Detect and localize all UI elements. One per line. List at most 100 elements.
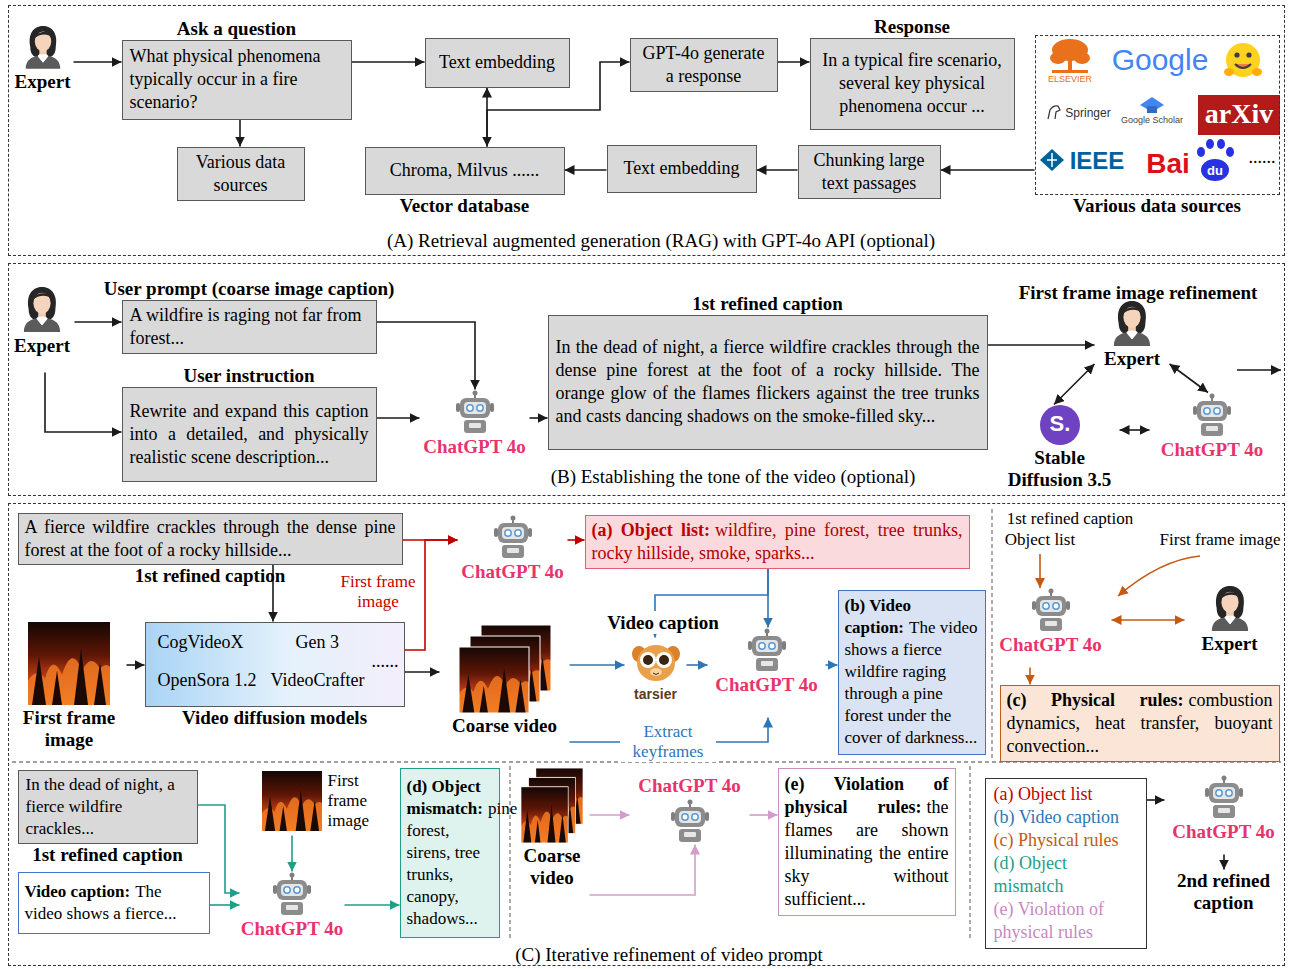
node-label: ChatGPT 4o bbox=[638, 775, 741, 797]
elsevier-logo-part bbox=[1050, 52, 1066, 64]
robot-icon-part bbox=[1215, 789, 1221, 795]
box-text: A fierce wildfire crackles through the d… bbox=[25, 516, 396, 562]
robot-icon: ChatGPT 4o bbox=[458, 515, 568, 610]
node-label: ChatGPT 4o bbox=[241, 918, 344, 940]
robot-icon-part bbox=[691, 813, 697, 819]
text-label: ELSEVIER bbox=[1048, 74, 1092, 85]
list-item: (c) Physical rules bbox=[994, 829, 1138, 852]
box-text: A wildfire is raging not far from forest… bbox=[130, 304, 369, 350]
robot-icon-part bbox=[756, 658, 778, 671]
expert-icon-part bbox=[1122, 307, 1141, 314]
image-thumbnail-part bbox=[264, 790, 318, 831]
springer-logo bbox=[1048, 106, 1060, 119]
expert-icon bbox=[21, 285, 63, 333]
node-label: Expert bbox=[14, 335, 70, 357]
connector bbox=[345, 904, 400, 906]
robot-icon-part bbox=[1066, 601, 1070, 610]
video-thumbnail-part bbox=[459, 647, 529, 713]
image-thumbnail-part bbox=[262, 771, 322, 831]
robot-icon-part bbox=[1201, 775, 1247, 819]
image-thumbnail-part bbox=[262, 771, 322, 831]
baidu-logo-part bbox=[1197, 147, 1205, 157]
video-thumbnail-part bbox=[462, 667, 525, 712]
connector bbox=[750, 814, 778, 816]
box-paragraph: Video caption:The video shows a fierce..… bbox=[25, 881, 203, 925]
robot-icon-part bbox=[476, 404, 482, 410]
node-label: Expert bbox=[15, 71, 71, 93]
expert-icon: Expert bbox=[12, 25, 74, 103]
video-thumbnail-part bbox=[459, 647, 529, 713]
robot-icon-part bbox=[514, 529, 520, 535]
robot-icon-part bbox=[764, 628, 769, 633]
box-heading: User instruction bbox=[183, 365, 314, 387]
panel-caption: (C) Iterative refinement of video prompt bbox=[515, 944, 823, 966]
image-thumbnail bbox=[262, 771, 322, 831]
video-thumbnail-part bbox=[521, 786, 568, 842]
robot-icon-part bbox=[744, 628, 790, 672]
ieee-logo bbox=[1040, 149, 1064, 171]
connector bbox=[127, 664, 145, 666]
elsevier-logo-part bbox=[1074, 52, 1090, 64]
model-name: Gen 3 bbox=[296, 631, 340, 653]
connector bbox=[403, 539, 458, 541]
node-label: Expert bbox=[1202, 633, 1258, 655]
robot-icon: ChatGPT 4o bbox=[708, 628, 826, 718]
robot-icon-part bbox=[464, 420, 486, 433]
robot-icon-part bbox=[705, 812, 709, 821]
robot-icon-part bbox=[782, 641, 786, 650]
connector bbox=[239, 120, 241, 147]
panel-caption: (B) Establishing the tone of the video (… bbox=[551, 466, 916, 488]
expert-icon-part bbox=[1209, 585, 1251, 631]
image-thumbnail-part bbox=[28, 622, 110, 705]
robot-icon-part bbox=[681, 813, 687, 819]
node-label: Coarse video bbox=[452, 715, 557, 737]
process-box: In the dead of night, a fierce wildfire … bbox=[18, 770, 198, 844]
robot-icon-part bbox=[269, 872, 315, 916]
tarsier-logo-part bbox=[640, 652, 656, 668]
model-name: VideoCrafter bbox=[271, 669, 365, 691]
robot-icon-part bbox=[675, 807, 705, 827]
connector bbox=[352, 61, 425, 63]
robot-icon-part bbox=[1201, 405, 1223, 417]
text-label: Video caption bbox=[604, 611, 722, 634]
robot-icon bbox=[490, 515, 536, 559]
text-label: Object list bbox=[1005, 530, 1075, 550]
box-heading: Various data sources bbox=[1073, 195, 1241, 217]
robot-icon: ChatGPT 4o bbox=[990, 588, 1112, 668]
text-label: IEEE bbox=[1070, 146, 1125, 175]
model-name: CogVideoX bbox=[158, 631, 244, 653]
image-thumbnail: First frame image bbox=[262, 766, 397, 836]
tarsier-logo-part bbox=[659, 655, 669, 665]
expert-icon-part bbox=[33, 292, 50, 313]
connector bbox=[568, 539, 585, 541]
node-label: ChatGPT 4o bbox=[423, 436, 526, 458]
robot-icon-part bbox=[1213, 787, 1235, 799]
baidu-logo-part bbox=[1226, 147, 1234, 157]
text-node: 2nd refined caption bbox=[1168, 870, 1280, 920]
robot-icon-part bbox=[687, 799, 692, 804]
expert-icon bbox=[1209, 585, 1251, 631]
box-heading: 1st refined caption bbox=[692, 293, 843, 315]
output-box: (a) Object list:wildfire, pine forest, t… bbox=[585, 515, 970, 569]
robot-icon-part bbox=[761, 661, 773, 666]
box-heading: (c) Physical rules: bbox=[1007, 690, 1184, 710]
connector bbox=[687, 664, 708, 666]
box-text: In the dead of night, a fierce wildfire … bbox=[556, 336, 980, 428]
robot-icon-part bbox=[277, 880, 307, 900]
robot-icon-part bbox=[679, 811, 701, 823]
box-heading: User prompt (coarse image caption) bbox=[104, 278, 395, 300]
input-arrow bbox=[1039, 554, 1041, 588]
model-box: CogVideoXGen 3OpenSora 1.2VideoCrafter..… bbox=[145, 622, 405, 707]
connector bbox=[75, 321, 122, 323]
process-box: Text embedding bbox=[607, 145, 757, 193]
robot-icon-part bbox=[464, 402, 486, 414]
expert-icon-part bbox=[29, 26, 56, 57]
robot-icon-part bbox=[1040, 618, 1062, 631]
video-thumbnail: Coarse video bbox=[440, 625, 570, 750]
robot-icon-part bbox=[490, 515, 536, 559]
expert-icon: Expert bbox=[1185, 585, 1275, 673]
process-box: Various data sources bbox=[177, 147, 305, 201]
video-thumbnail-part bbox=[523, 804, 566, 842]
connector bbox=[405, 671, 440, 673]
robot-icon-part bbox=[684, 832, 696, 837]
